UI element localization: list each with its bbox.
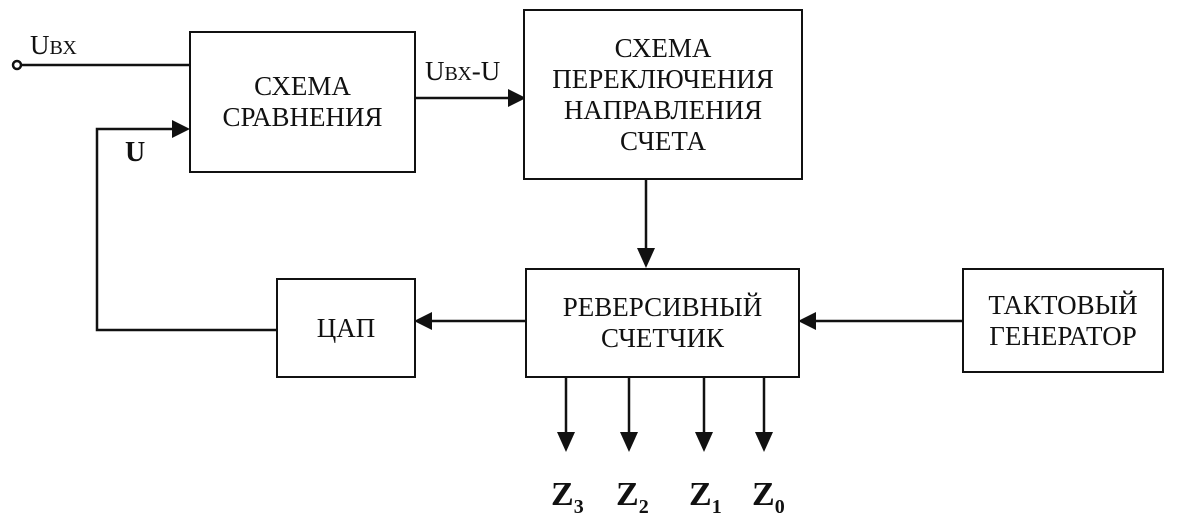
clock-label-line2: ГЕНЕРАТОР bbox=[989, 320, 1137, 351]
counter-label-line2: СЧЕТЧИК bbox=[601, 323, 724, 353]
output-z1-main: Z bbox=[689, 476, 712, 513]
direction-switch-label-line2: ПЕРЕКЛЮЧЕНИЯ bbox=[552, 63, 774, 94]
clock-label-line1: ТАКТОВЫЙ bbox=[988, 289, 1138, 320]
difference-signal-main: U bbox=[425, 56, 445, 86]
output-z0-sub: 0 bbox=[774, 496, 785, 518]
arrowhead-feedback bbox=[172, 120, 190, 138]
arrowhead-to-dac bbox=[414, 312, 432, 330]
arrowhead-z0 bbox=[755, 432, 773, 452]
output-z0-main: Z bbox=[752, 476, 775, 513]
output-label-z2: Z2 bbox=[616, 476, 649, 518]
direction-switch-label-line4: СЧЕТА bbox=[619, 125, 707, 156]
comparator-block: СХЕМА СРАВНЕНИЯ bbox=[189, 31, 416, 173]
reversible-counter-block: РЕВЕРСИВНЫЙ СЧЕТЧИК bbox=[525, 268, 800, 378]
input-terminal bbox=[11, 59, 23, 71]
arrowhead-from-clock bbox=[798, 312, 816, 330]
input-signal-label: UВХ bbox=[30, 30, 77, 61]
output-label-z0: Z0 bbox=[752, 476, 785, 518]
difference-signal-label: UВХ-U bbox=[425, 56, 500, 87]
feedback-line bbox=[95, 127, 276, 332]
clock-generator-block: ТАКТОВЫЙ ГЕНЕРАТОР bbox=[962, 268, 1164, 373]
arrowhead-z3 bbox=[557, 432, 575, 452]
direction-switch-label-line1: СХЕМА bbox=[614, 32, 712, 63]
dac-block: ЦАП bbox=[276, 278, 416, 378]
difference-signal-sub: ВХ bbox=[444, 63, 472, 85]
output-z1-sub: 1 bbox=[711, 496, 722, 518]
output-z2-main: Z bbox=[616, 476, 639, 513]
output-z3-main: Z bbox=[551, 476, 574, 513]
comparator-label-line2: СРАВНЕНИЯ bbox=[222, 102, 383, 132]
arrowhead-to-counter bbox=[637, 248, 655, 268]
output-label-z1: Z1 bbox=[689, 476, 722, 518]
counter-label-line1: РЕВЕРСИВНЫЙ bbox=[562, 292, 763, 322]
output-z3-sub: 3 bbox=[573, 496, 584, 518]
output-z2-sub: 2 bbox=[638, 496, 649, 518]
direction-switch-label-line3: НАПРАВЛЕНИЯ bbox=[563, 94, 763, 125]
input-signal-main: U bbox=[30, 30, 50, 60]
input-signal-sub: ВХ bbox=[49, 37, 77, 59]
feedback-signal-label: U bbox=[125, 137, 146, 168]
arrowhead-to-switch bbox=[508, 89, 526, 107]
difference-signal-suffix: -U bbox=[471, 56, 501, 86]
output-label-z3: Z3 bbox=[551, 476, 584, 518]
arrowhead-z2 bbox=[620, 432, 638, 452]
comparator-label-line1: СХЕМА bbox=[254, 71, 351, 101]
direction-switch-block: СХЕМА ПЕРЕКЛЮЧЕНИЯ НАПРАВЛЕНИЯ СЧЕТА bbox=[523, 9, 803, 180]
dac-label: ЦАП bbox=[316, 312, 376, 343]
arrowhead-z1 bbox=[695, 432, 713, 452]
